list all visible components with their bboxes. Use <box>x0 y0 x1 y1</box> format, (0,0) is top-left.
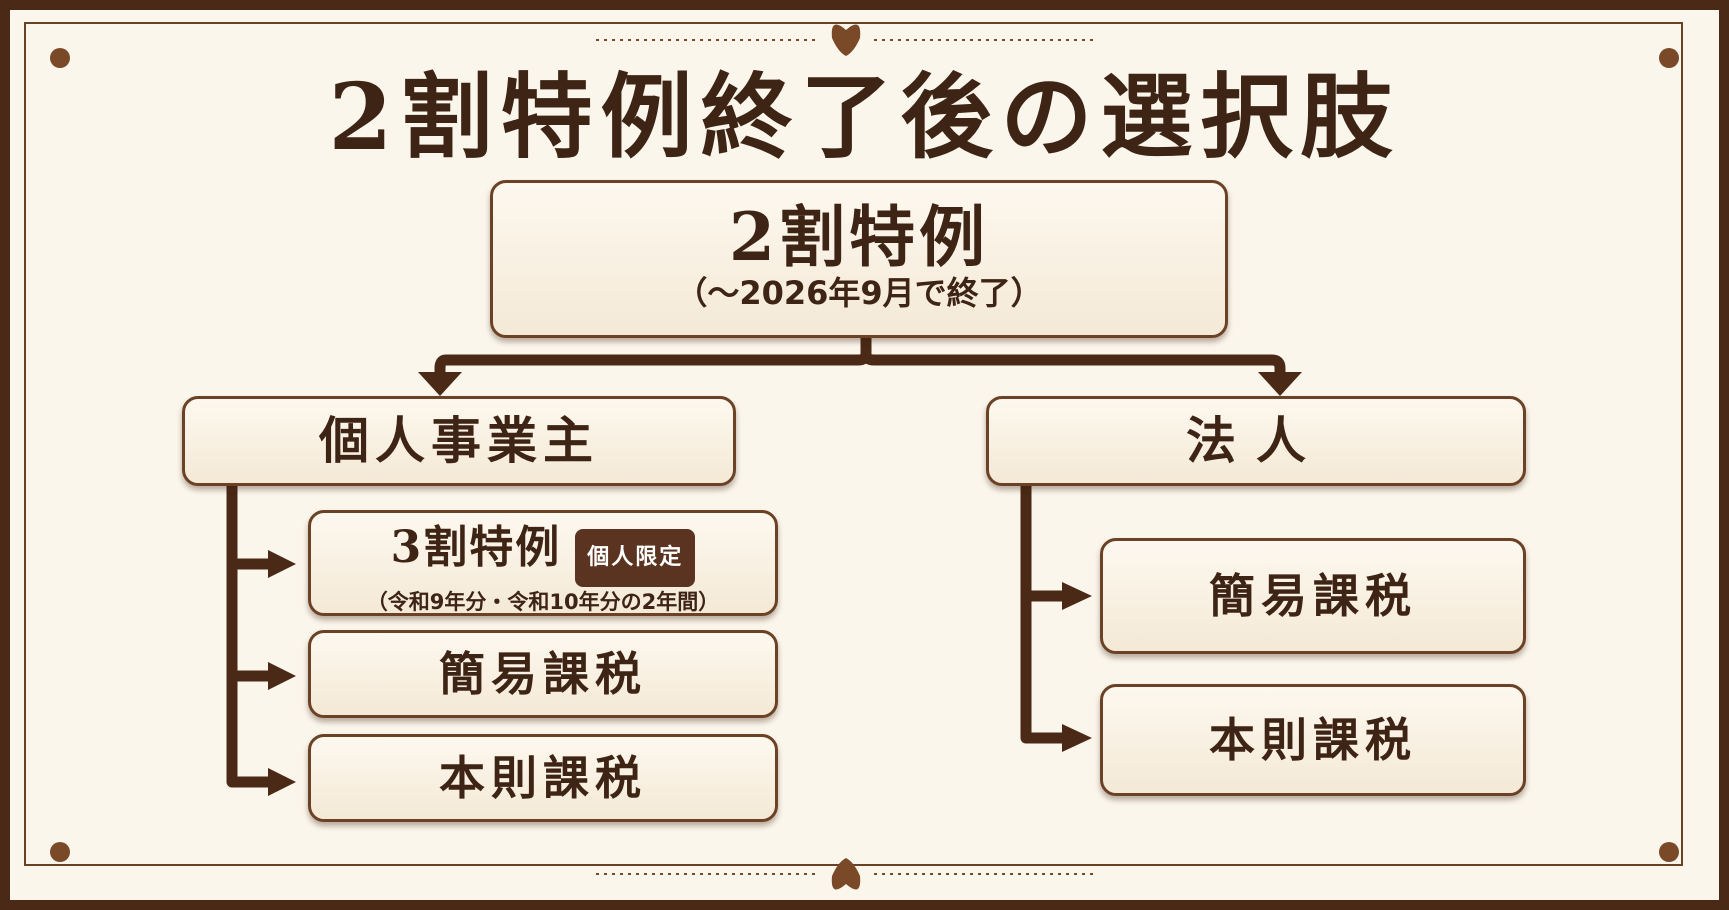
option-30-percent-special: 3割特例個人限定 （令和9年分・令和10年分の2年間） <box>308 510 778 616</box>
arrowhead-icon <box>268 372 1302 796</box>
branch-corporation: 法人 <box>986 396 1526 486</box>
individual-only-badge: 個人限定 <box>575 528 696 587</box>
option-left-standard-tax: 本則課税 <box>308 734 778 822</box>
option-left-simplified-tax-label: 簡易課税 <box>439 647 647 701</box>
branch-corporation-label: 法人 <box>1186 411 1326 470</box>
branch-sole-proprietor: 個人事業主 <box>182 396 736 486</box>
option-right-simplified-tax-label: 簡易課税 <box>1209 569 1417 623</box>
option-right-simplified-tax: 簡易課税 <box>1100 538 1526 654</box>
option-left-simplified-tax: 簡易課税 <box>308 630 778 718</box>
branch-sole-proprietor-label: 個人事業主 <box>319 411 599 470</box>
root-node-label: 2割特例 <box>729 198 989 276</box>
ornament-icon <box>50 24 1679 890</box>
page-title: 2割特例終了後の選択肢 <box>328 63 1401 171</box>
option-left-standard-tax-label: 本則課税 <box>439 751 647 805</box>
root-node-note: （〜2026年9月で終了） <box>675 274 1043 312</box>
option-right-standard-tax-label: 本則課税 <box>1209 713 1417 767</box>
option-right-standard-tax: 本則課税 <box>1100 684 1526 796</box>
option-30-percent-label: 3割特例 <box>390 522 562 573</box>
root-node: 2割特例 （〜2026年9月で終了） <box>490 180 1228 338</box>
option-30-percent-note: （令和9年分・令和10年分の2年間） <box>366 589 720 614</box>
